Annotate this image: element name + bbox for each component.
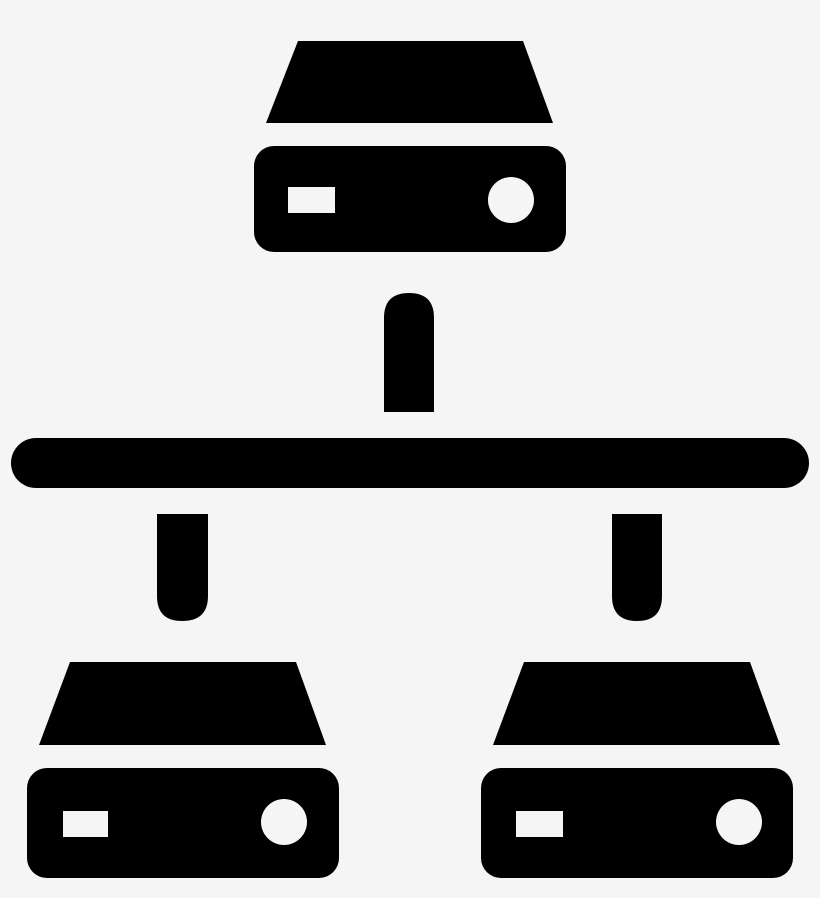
server-left-body <box>27 768 339 878</box>
connector-right <box>612 514 662 621</box>
server-node-right <box>481 662 793 878</box>
server-top-cover <box>266 41 553 123</box>
server-node-top <box>254 41 566 252</box>
server-left-slot-icon <box>63 811 108 837</box>
network-bus <box>11 438 809 488</box>
server-top-body <box>254 146 566 252</box>
connector-left <box>157 514 208 621</box>
server-right-slot-icon <box>516 811 563 837</box>
server-left-led-icon <box>261 799 307 845</box>
server-right-led-icon <box>716 799 762 845</box>
connector-top <box>384 293 434 412</box>
server-node-left <box>27 662 339 878</box>
server-right-body <box>481 768 793 878</box>
server-top-led-icon <box>488 177 534 223</box>
server-top-slot-icon <box>288 187 335 213</box>
server-right-cover <box>493 662 780 745</box>
server-left-cover <box>39 662 326 745</box>
